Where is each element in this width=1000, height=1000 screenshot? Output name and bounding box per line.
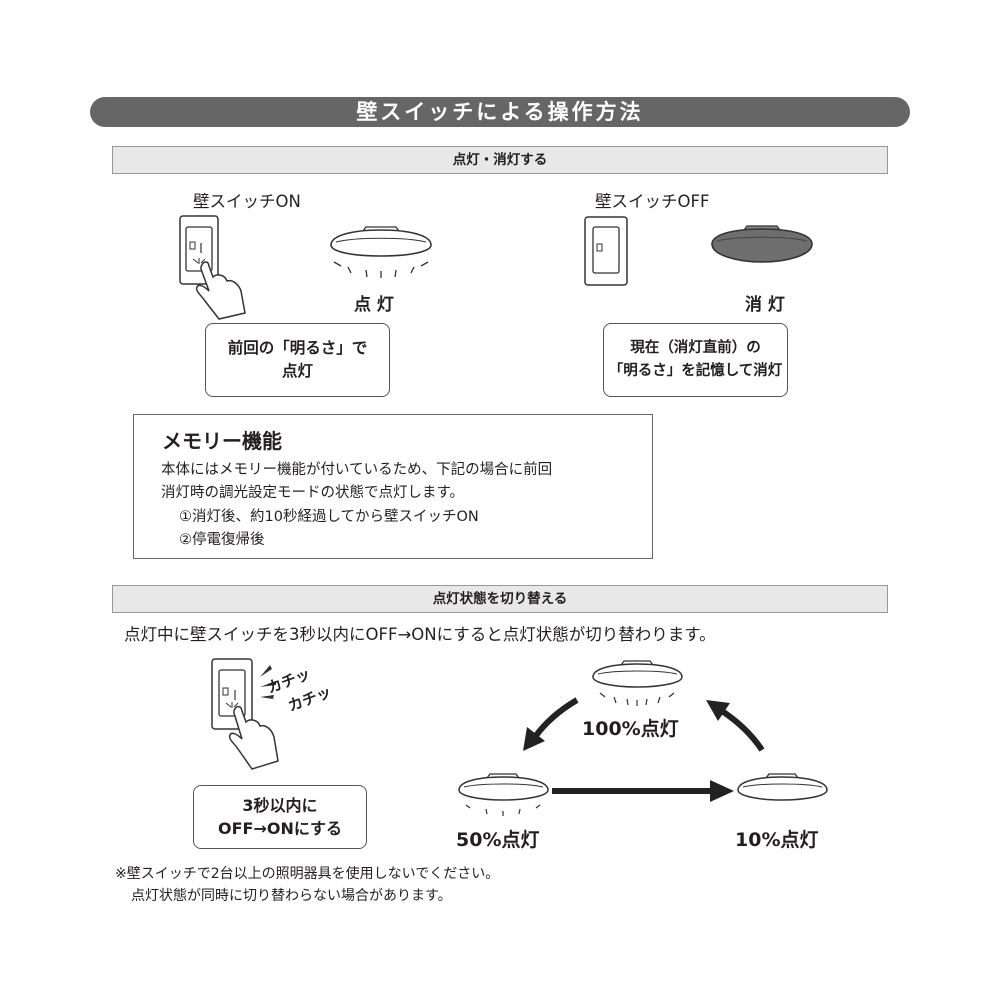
memory-line1: 本体にはメモリー機能が付いているため、下記の場合に前回 [161, 462, 553, 478]
ceiling-light-on-icon [330, 226, 432, 278]
page-title: 壁スイッチによる操作方法 [90, 97, 910, 127]
switch-off-label: 壁スイッチOFF [595, 192, 710, 211]
arrow-50-to-10-icon [552, 780, 734, 802]
on-explanation-line1: 前回の「明るさ」で [227, 339, 368, 357]
memory-item1: ①消灯後、約10秒経過してから壁スイッチON [179, 509, 479, 525]
ceiling-light-off-icon [711, 225, 813, 263]
three-seconds-line2: OFF→ONにする [217, 819, 343, 838]
memory-line2: 消灯時の調光設定モードの状態で点灯します。 [161, 485, 465, 501]
ceiling-light-10-icon [737, 773, 828, 801]
arrow-100-to-50-icon [523, 697, 579, 751]
section-header-on-off: 点灯・消灯する [112, 146, 888, 174]
off-explanation-line2: 「明るさ」を記憶して消灯 [608, 363, 783, 379]
level-100-label: 100%点灯 [582, 718, 679, 740]
ceiling-light-100-icon [592, 660, 683, 706]
wall-switch-click-icon [211, 658, 279, 770]
arrow-10-to-100-icon [706, 700, 765, 752]
switch-on-label: 壁スイッチON [193, 192, 301, 211]
lamp-off-state: 消 灯 [745, 295, 785, 315]
section-header-switch-mode: 点灯状態を切り替える [112, 585, 888, 613]
note-line1: ※壁スイッチで2台以上の照明器具を使用しないでください。 [115, 866, 500, 882]
lamp-on-state: 点 灯 [354, 295, 394, 315]
on-explanation-line2: 点灯 [281, 362, 313, 380]
memory-function-box: メモリー機能 本体にはメモリー機能が付いているため、下記の場合に前回 消灯時の調… [133, 414, 653, 559]
memory-item2: ②停電復帰後 [179, 532, 265, 548]
off-explanation-box: 現在（消灯直前）の 「明るさ」を記憶して消灯 [603, 323, 788, 397]
level-50-label: 50%点灯 [456, 829, 540, 851]
on-explanation-box: 前回の「明るさ」で 点灯 [205, 323, 390, 397]
three-seconds-box: 3秒以内に OFF→ONにする [193, 785, 367, 849]
off-explanation-line1: 現在（消灯直前）の [630, 340, 761, 356]
ceiling-light-50-icon [458, 773, 549, 816]
three-seconds-line1: 3秒以内に [242, 796, 318, 815]
memory-title: メモリー機能 [162, 429, 282, 453]
wall-switch-off-icon [584, 216, 628, 286]
switch-mode-description: 点灯中に壁スイッチを3秒以内にOFF→ONにすると点灯状態が切り替わります。 [124, 625, 716, 644]
wall-switch-on-icon [179, 215, 246, 320]
note-line2: 点灯状態が同時に切り替わらない場合があります。 [131, 888, 452, 904]
level-10-label: 10%点灯 [735, 829, 819, 851]
